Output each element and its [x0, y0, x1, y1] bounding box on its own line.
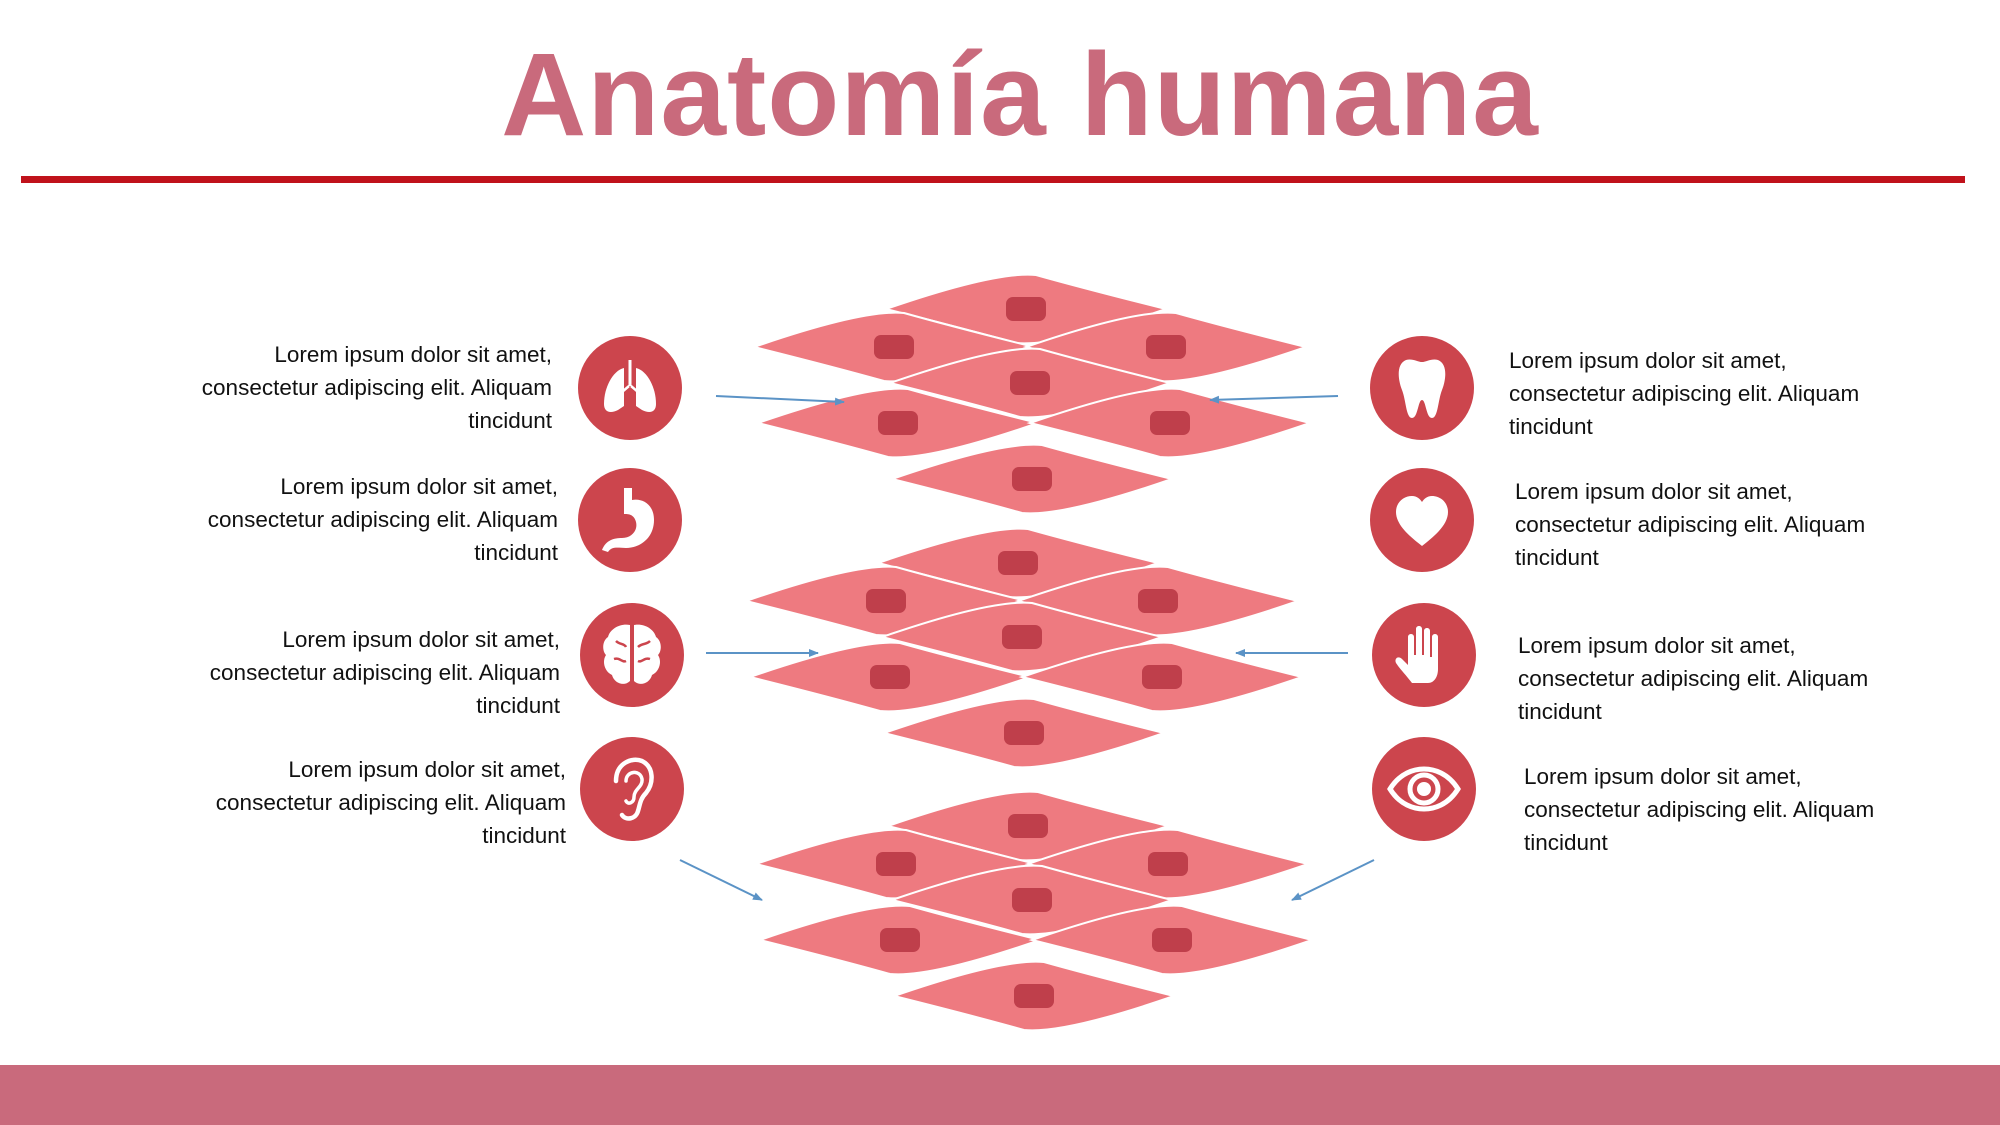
cell-nucleus — [1152, 928, 1192, 952]
text-line: Lorem ipsum dolor sit amet, — [288, 757, 566, 782]
cell-nucleus — [1138, 589, 1178, 613]
text-line: consectetur adipiscing elit. Aliquam — [201, 375, 552, 400]
pointer-arrow — [715, 395, 845, 406]
pointer-arrow — [1209, 395, 1339, 404]
text-line: tincidunt — [1524, 830, 1608, 855]
cell-nucleus — [998, 551, 1038, 575]
cell-nucleus — [1146, 335, 1186, 359]
cell-nucleus — [1004, 721, 1044, 745]
text-line: Lorem ipsum dolor sit amet, — [274, 342, 552, 367]
lungs-icon — [578, 336, 682, 440]
stomach-icon — [578, 468, 682, 572]
text-line: tincidunt — [468, 408, 552, 433]
cell-nucleus — [1014, 984, 1054, 1008]
right-text-1: Lorem ipsum dolor sit amet, consectetur … — [1509, 344, 1949, 443]
pointer-arrow — [679, 859, 763, 901]
ear-icon — [580, 737, 684, 841]
right-text-4: Lorem ipsum dolor sit amet, consectetur … — [1524, 760, 1964, 859]
text-line: tincidunt — [474, 540, 558, 565]
left-text-2: Lorem ipsum dolor sit amet, consectetur … — [118, 470, 558, 569]
cell-nucleus — [1006, 297, 1046, 321]
text-line: consectetur adipiscing elit. Aliquam — [215, 790, 566, 815]
text-line: consectetur adipiscing elit. Aliquam — [1524, 797, 1875, 822]
hand-icon — [1372, 603, 1476, 707]
cell-nucleus — [1012, 888, 1052, 912]
cell-nucleus — [874, 335, 914, 359]
cell-nucleus — [878, 411, 918, 435]
pointer-arrow — [1291, 859, 1375, 901]
cell-cluster-3 — [752, 790, 1316, 1032]
left-text-1: Lorem ipsum dolor sit amet, consectetur … — [112, 338, 552, 437]
title-divider — [21, 176, 1965, 183]
text-line: Lorem ipsum dolor sit amet, — [1509, 348, 1787, 373]
cell-nucleus — [1002, 625, 1042, 649]
text-line: tincidunt — [1515, 545, 1599, 570]
text-line: consectetur adipiscing elit. Aliquam — [1515, 512, 1866, 537]
cell-nucleus — [1010, 371, 1050, 395]
text-line: consectetur adipiscing elit. Aliquam — [207, 507, 558, 532]
right-text-3: Lorem ipsum dolor sit amet, consectetur … — [1518, 629, 1958, 728]
text-line: consectetur adipiscing elit. Aliquam — [209, 660, 560, 685]
text-line: tincidunt — [1509, 414, 1593, 439]
cell-nucleus — [866, 589, 906, 613]
text-line: Lorem ipsum dolor sit amet, — [1515, 479, 1793, 504]
brain-icon — [580, 603, 684, 707]
page-title: Anatomía humana — [501, 29, 1539, 161]
text-line: Lorem ipsum dolor sit amet, — [1524, 764, 1802, 789]
left-text-4: Lorem ipsum dolor sit amet, consectetur … — [126, 753, 566, 852]
text-line: Lorem ipsum dolor sit amet, — [280, 474, 558, 499]
cell-cluster-1 — [750, 273, 1314, 515]
text-line: Lorem ipsum dolor sit amet, — [1518, 633, 1796, 658]
tooth-icon — [1370, 336, 1474, 440]
footer-bar — [0, 1065, 2000, 1125]
left-text-3: Lorem ipsum dolor sit amet, consectetur … — [120, 623, 560, 722]
cell-cluster-2 — [742, 527, 1306, 769]
text-line: consectetur adipiscing elit. Aliquam — [1518, 666, 1869, 691]
text-line: tincidunt — [1518, 699, 1602, 724]
eye-icon — [1372, 737, 1476, 841]
text-line: tincidunt — [482, 823, 566, 848]
heart-icon — [1370, 468, 1474, 572]
right-text-2: Lorem ipsum dolor sit amet, consectetur … — [1515, 475, 1955, 574]
cell-nucleus — [1012, 467, 1052, 491]
cell-nucleus — [1148, 852, 1188, 876]
cell-nucleus — [880, 928, 920, 952]
cell-nucleus — [1008, 814, 1048, 838]
cell-nucleus — [876, 852, 916, 876]
text-line: tincidunt — [476, 693, 560, 718]
text-line: Lorem ipsum dolor sit amet, — [282, 627, 560, 652]
text-line: consectetur adipiscing elit. Aliquam — [1509, 381, 1860, 406]
cell-nucleus — [1142, 665, 1182, 689]
cell-nucleus — [1150, 411, 1190, 435]
cell-nucleus — [870, 665, 910, 689]
